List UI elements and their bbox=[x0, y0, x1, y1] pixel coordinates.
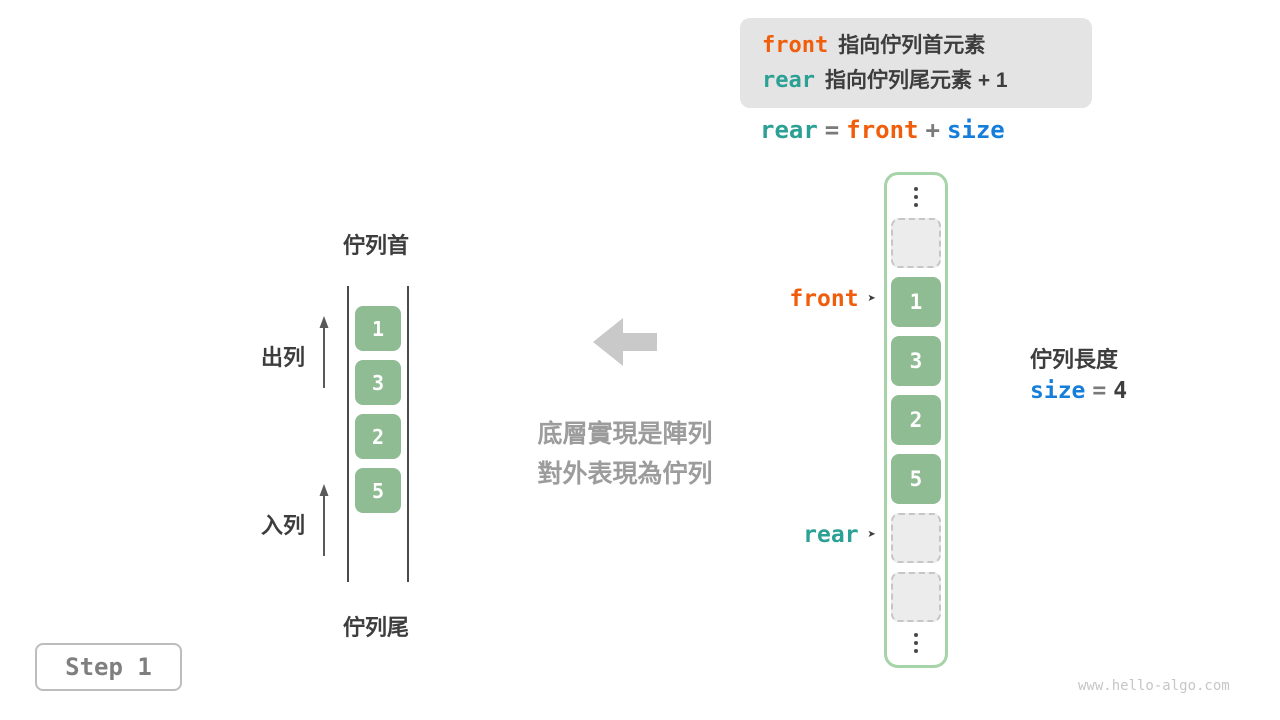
array-cell-value: 3 bbox=[891, 336, 941, 386]
queue-tail-label: 佇列尾 bbox=[342, 615, 409, 640]
array-cell-value: 1 bbox=[891, 277, 941, 327]
queue-cell: 1 bbox=[355, 306, 401, 351]
formula: rear=front+size bbox=[760, 116, 1012, 144]
formula-front: front bbox=[846, 116, 919, 144]
array-cell-empty bbox=[891, 513, 941, 563]
queue-cell: 5 bbox=[355, 468, 401, 513]
front-pointer-arrow-icon: ➤ bbox=[867, 291, 876, 307]
queue-cell: 2 bbox=[355, 414, 401, 459]
enqueue-up-arrow-icon bbox=[319, 484, 329, 556]
array-cell-value: 5 bbox=[891, 454, 941, 504]
formula-size: size bbox=[946, 116, 1005, 144]
legend-line-front: front 指向佇列首元素 bbox=[762, 28, 1070, 63]
ellipsis-icon bbox=[914, 185, 918, 209]
rear-pointer-text: rear bbox=[803, 522, 859, 548]
step-badge: Step 1 bbox=[35, 643, 182, 691]
legend-line-rear: rear 指向佇列尾元素 + 1 bbox=[762, 63, 1070, 98]
array-cell-empty bbox=[891, 572, 941, 622]
dequeue-up-arrow-icon bbox=[319, 316, 329, 388]
rear-pointer-label: rear ➤ bbox=[803, 522, 876, 548]
front-pointer-label: front ➤ bbox=[789, 286, 876, 312]
queue-left-wall bbox=[347, 286, 349, 582]
formula-plus: + bbox=[925, 116, 940, 144]
middle-caption-line1: 底層實現是陣列 bbox=[537, 420, 713, 448]
array-cell-value: 2 bbox=[891, 395, 941, 445]
ellipsis-icon bbox=[914, 631, 918, 655]
size-keyword: size bbox=[1030, 378, 1086, 404]
watermark: www.hello-algo.com bbox=[1078, 678, 1230, 694]
queue-cell: 3 bbox=[355, 360, 401, 405]
dequeue-label: 出列 bbox=[260, 345, 305, 370]
array-cell-empty bbox=[891, 218, 941, 268]
middle-caption-line2: 對外表現為佇列 bbox=[537, 460, 713, 488]
legend-box: front 指向佇列首元素 rear 指向佇列尾元素 + 1 bbox=[740, 18, 1092, 108]
rear-description: 指向佇列尾元素 + 1 bbox=[824, 69, 1008, 92]
rear-keyword: rear bbox=[762, 68, 815, 93]
formula-equals: = bbox=[824, 116, 840, 144]
array-column: 1 3 2 5 bbox=[884, 172, 948, 668]
queue-cells: 1 3 2 5 bbox=[352, 306, 404, 513]
formula-rear: rear bbox=[760, 116, 818, 144]
enqueue-label: 入列 bbox=[260, 513, 305, 538]
size-equals: = bbox=[1092, 378, 1107, 404]
size-equation: size=4 bbox=[1030, 378, 1134, 404]
front-pointer-text: front bbox=[789, 286, 859, 312]
queue-length-label: 佇列長度 bbox=[1030, 347, 1119, 372]
queue-head-label: 佇列首 bbox=[342, 233, 409, 258]
rear-pointer-arrow-icon: ➤ bbox=[867, 527, 876, 543]
left-block-arrow-icon bbox=[593, 318, 657, 366]
front-description: 指向佇列首元素 bbox=[838, 34, 986, 57]
front-keyword: front bbox=[762, 33, 829, 58]
queue-right-wall bbox=[407, 286, 409, 582]
size-value: 4 bbox=[1113, 378, 1128, 404]
